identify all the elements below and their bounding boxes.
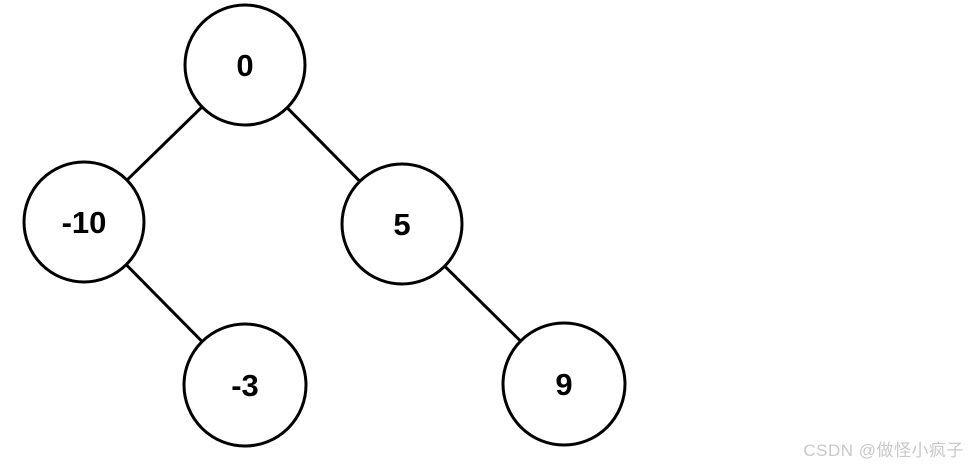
tree-node-9: 9 — [501, 321, 627, 447]
tree-node--3: -3 — [182, 322, 308, 448]
node-value: 5 — [393, 207, 410, 242]
node-circle — [182, 322, 308, 448]
tree-node--10: -10 — [22, 160, 146, 284]
node-circle — [183, 3, 307, 127]
node-circle — [22, 160, 146, 284]
node-value: -10 — [62, 205, 107, 240]
watermark-text: CSDN @做怪小疯子 — [803, 441, 964, 460]
node-value: 9 — [555, 367, 572, 402]
node-value: 0 — [236, 48, 253, 83]
node-circle — [340, 162, 464, 286]
tree-node-5: 5 — [340, 162, 464, 286]
tree-node-0: 0 — [183, 3, 307, 127]
node-value: -3 — [231, 368, 259, 403]
node-circle — [501, 321, 627, 447]
